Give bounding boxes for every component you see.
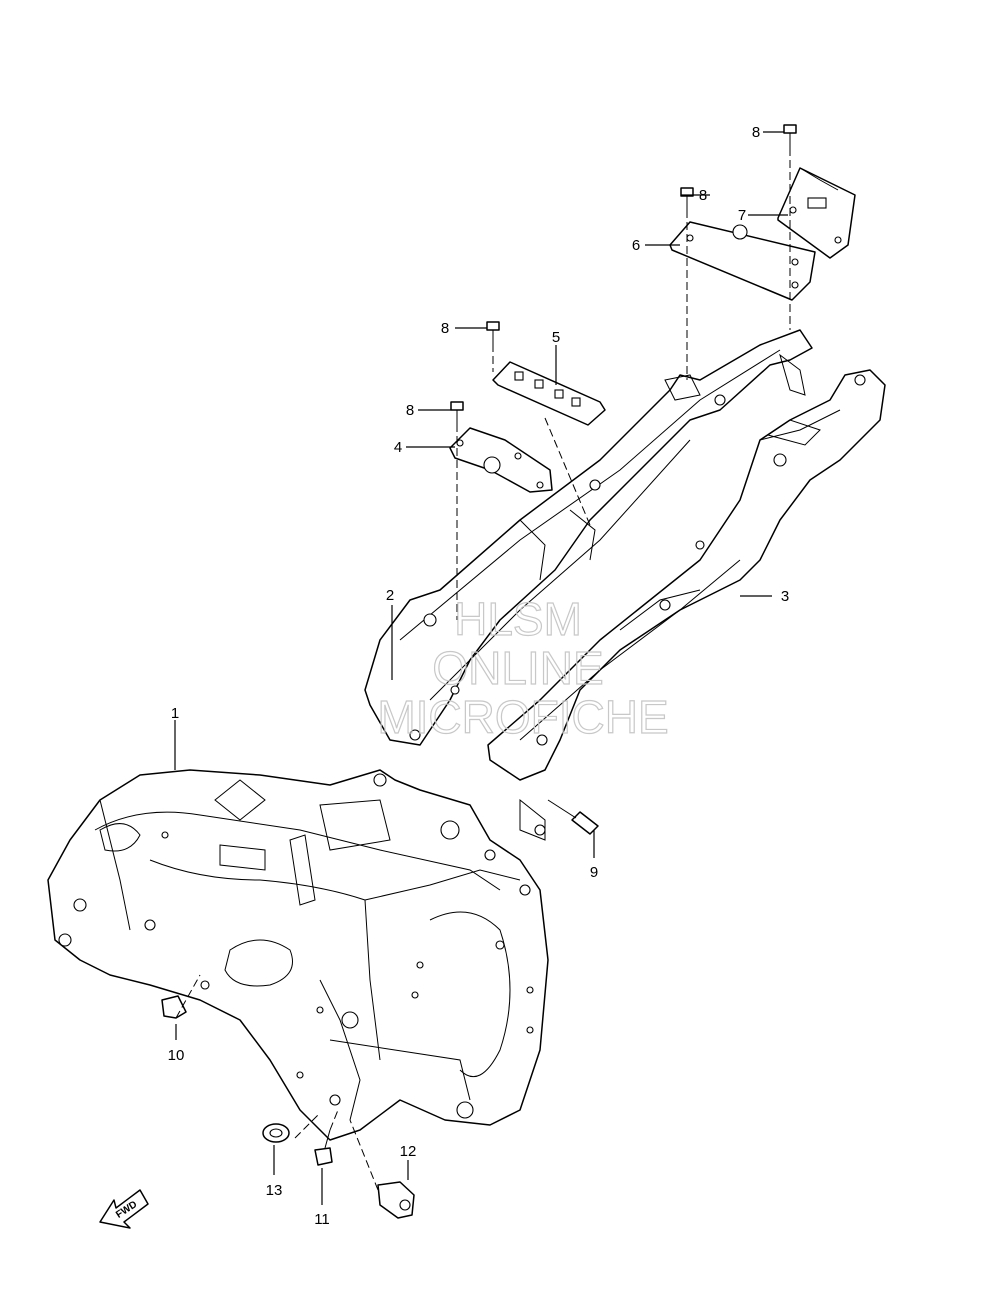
- callout-7: 7: [738, 207, 746, 224]
- callout-3: 3: [781, 588, 789, 605]
- bolt-12-part: [377, 1181, 415, 1219]
- callout-5: 5: [552, 329, 560, 346]
- callout-10: 10: [168, 1047, 185, 1064]
- watermark-line-2: ONLINE: [432, 642, 603, 694]
- callout-8-a: 8: [752, 124, 760, 141]
- callout-8-b: 8: [699, 187, 707, 204]
- cap-10-part: [161, 995, 187, 1019]
- callout-8-d: 8: [406, 402, 414, 419]
- callout-13: 13: [266, 1182, 283, 1199]
- callout-9: 9: [590, 864, 598, 881]
- plate-5-part: [492, 361, 606, 426]
- bracket-6-part: [669, 221, 816, 301]
- watermark-line-3: MICROFICHE: [377, 691, 668, 743]
- callout-6: 6: [632, 237, 640, 254]
- watermark: HLSM ONLINE MICROFICHE: [377, 592, 670, 743]
- callout-8-c: 8: [441, 320, 449, 337]
- callout-12: 12: [400, 1143, 417, 1160]
- callout-labels: 1 2 3 4 5 6 7 8 8 8 8 9 10 11 12 13: [168, 124, 790, 1228]
- main-frame-part: [47, 769, 549, 1141]
- callout-4: 4: [394, 439, 402, 456]
- bracket-4-part: [449, 427, 553, 493]
- callout-11: 11: [314, 1211, 330, 1228]
- watermark-line-1: HLSM: [454, 593, 582, 645]
- washer-13-part: [262, 1123, 290, 1143]
- bolt-9-part: [547, 799, 599, 835]
- bolt-11-part: [314, 1129, 333, 1166]
- callout-2: 2: [386, 587, 394, 604]
- bolt-8-part: [450, 124, 797, 424]
- rear-frame-left-part: [364, 329, 813, 746]
- fwd-arrow-icon: FWD: [99, 1189, 149, 1229]
- rear-frame-right-part: [487, 369, 886, 841]
- leader-lines: [174, 131, 788, 1205]
- callout-1: 1: [171, 705, 179, 722]
- bracket-7-part: [777, 167, 856, 259]
- assembly-guide-lines: [175, 148, 791, 1191]
